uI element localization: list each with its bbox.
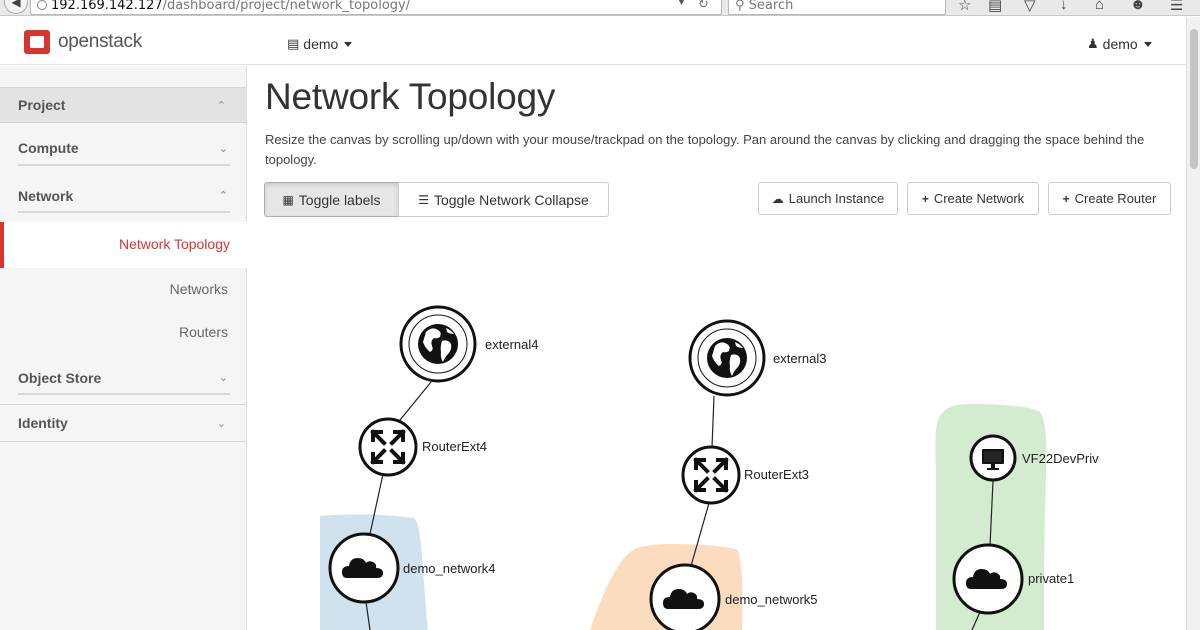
openstack-logo[interactable]: openstack xyxy=(24,30,142,54)
launch-instance-label: Launch Instance xyxy=(788,191,885,206)
node-external3[interactable]: external3 xyxy=(688,319,826,397)
node-routerext3[interactable]: RouterExt3 xyxy=(681,445,809,505)
topology-links xyxy=(365,381,994,630)
sidebar-panel-object-store[interactable]: Object Store ⌄ xyxy=(18,362,230,395)
link-vf22devpriv-private1 xyxy=(989,480,994,547)
link-demo-network4-down xyxy=(365,601,371,630)
node-label-routerext4: RouterExt4 xyxy=(422,439,487,454)
sidebar-item-label: Network Topology xyxy=(118,236,230,252)
sidebar-item-routers[interactable]: Routers xyxy=(178,324,228,340)
back-button[interactable]: ◀ xyxy=(4,0,28,14)
user-icon: ♟ xyxy=(1087,36,1099,51)
link-routerext3-demo-network5 xyxy=(690,502,710,567)
toggle-network-collapse-button[interactable]: ☰ Toggle Network Collapse xyxy=(398,182,609,217)
sidebar-panel-network[interactable]: Network ⌃ xyxy=(18,180,230,213)
home-icon[interactable]: ⌂ xyxy=(1095,0,1105,13)
project-list-icon: ▤ xyxy=(287,36,300,51)
project-switcher[interactable]: ▤ demo xyxy=(287,36,353,52)
chevron-down-icon xyxy=(344,41,353,47)
topology-canvas[interactable]: external4 RouterExt4 demo_network4 exter… xyxy=(248,230,1186,630)
node-label-external4: external4 xyxy=(485,337,538,352)
plus-icon: + xyxy=(1062,191,1070,206)
sidebar-section-label: Identity xyxy=(18,415,68,431)
create-router-button[interactable]: + Create Router xyxy=(1048,182,1171,215)
create-network-button[interactable]: + Create Network xyxy=(907,182,1039,215)
globe-icon xyxy=(707,338,747,378)
browser-toolbar: ◀ 192.169.142.127/dashboard/project/netw… xyxy=(0,0,1200,16)
grid-icon: ▦ xyxy=(282,192,294,207)
sidebar-item-network-topology[interactable]: Network Topology xyxy=(0,222,248,268)
url-host: 192.169.142.127 xyxy=(51,0,163,13)
link-external4-routerext4 xyxy=(399,381,432,421)
sidebar-panel-label: Object Store xyxy=(18,369,102,386)
project-switcher-label: demo xyxy=(303,36,339,52)
list-icon: ☰ xyxy=(418,192,429,207)
sidebar-panel-label: Compute xyxy=(18,140,79,156)
page-help-text: Resize the canvas by scrolling up/down w… xyxy=(265,132,1145,167)
cloud-upload-icon: ☁ xyxy=(771,191,784,206)
sidebar-section-identity[interactable]: Identity ⌄ xyxy=(0,405,246,441)
link-private1-down xyxy=(971,611,981,630)
node-demo-network4[interactable]: demo_network4 xyxy=(328,532,496,604)
topology-svg[interactable]: external4 RouterExt4 demo_network4 exter… xyxy=(248,230,1186,630)
url-bar[interactable]: 192.169.142.127/dashboard/project/networ… xyxy=(30,0,722,15)
search-placeholder: Search xyxy=(748,0,794,13)
node-label-demo-network5: demo_network5 xyxy=(725,592,818,607)
node-routerext4[interactable]: RouterExt4 xyxy=(358,417,487,477)
node-label-vf22devpriv: VF22DevPriv xyxy=(1022,451,1099,466)
chevron-up-icon: ⌃ xyxy=(216,99,226,112)
create-router-label: Create Router xyxy=(1074,191,1157,206)
sidebar-panel-compute[interactable]: Compute ⌄ xyxy=(18,132,230,166)
chevron-down-icon: ⌄ xyxy=(218,142,228,155)
link-routerext4-demo-network4 xyxy=(369,473,384,535)
sidebar-panel-label: Network xyxy=(18,187,74,204)
node-label-external3: external3 xyxy=(773,351,826,366)
sidebar: Project ⌃ Compute ⌄ Network ⌃ Network To… xyxy=(0,66,248,630)
sidebar-item-networks[interactable]: Networks xyxy=(169,281,228,297)
reload-icon[interactable]: ↻ xyxy=(698,0,709,11)
pocket-icon[interactable]: ▽ xyxy=(1024,0,1036,14)
plus-icon: + xyxy=(921,191,929,206)
chevron-down-icon xyxy=(1143,41,1152,47)
reading-list-icon[interactable]: ▤ xyxy=(988,0,1003,14)
node-demo-network5[interactable]: demo_network5 xyxy=(649,563,818,630)
scrollbar-thumb[interactable] xyxy=(1190,29,1198,169)
toggle-labels-label: Toggle labels xyxy=(298,191,381,208)
page-scrollbar[interactable] xyxy=(1186,17,1200,630)
node-external4[interactable]: external4 xyxy=(399,305,538,383)
create-network-label: Create Network xyxy=(933,191,1025,206)
page-title: Network Topology xyxy=(265,76,556,117)
menu-icon[interactable]: ☰ xyxy=(1170,0,1184,14)
downloads-icon[interactable]: ↓ xyxy=(1060,0,1068,13)
logo-text: openstack xyxy=(58,31,142,52)
sidebar-section-project[interactable]: Project ⌃ xyxy=(0,87,246,123)
sidebar-section-label: Project xyxy=(18,97,66,113)
top-navbar: openstack ▤ demo ♟ demo xyxy=(0,17,1200,65)
bookmark-star-icon[interactable]: ☆ xyxy=(958,0,972,14)
node-private1[interactable]: private1 xyxy=(952,543,1074,615)
link-external3-routerext3 xyxy=(711,395,715,448)
toggle-labels-button[interactable]: ▦ Toggle labels xyxy=(264,182,399,217)
node-label-routerext3: RouterExt3 xyxy=(744,467,809,482)
node-vf22devpriv[interactable]: VF22DevPriv xyxy=(969,434,1099,482)
openstack-logo-icon xyxy=(24,30,50,54)
node-label-demo-network4: demo_network4 xyxy=(403,561,496,576)
globe-icon xyxy=(418,324,458,364)
chevron-down-icon: ⌄ xyxy=(218,372,228,384)
launch-instance-button[interactable]: ☁ Launch Instance xyxy=(758,182,898,215)
url-history-dropdown-icon[interactable]: ▼ xyxy=(676,0,687,8)
user-menu[interactable]: ♟ demo xyxy=(1087,36,1152,52)
chevron-up-icon: ⌃ xyxy=(218,190,228,202)
sidebar-divider xyxy=(0,404,246,405)
chevron-down-icon: ⌄ xyxy=(216,417,226,430)
browser-search-input[interactable]: ⚲ Search xyxy=(728,0,946,15)
node-label-private1: private1 xyxy=(1028,571,1074,586)
sidebar-divider xyxy=(0,441,246,442)
back-arrow-icon: ◀ xyxy=(11,0,21,9)
user-menu-label: demo xyxy=(1102,36,1138,52)
url-path: /dashboard/project/network_topology/ xyxy=(162,0,411,13)
emoji-icon[interactable]: ☻ xyxy=(1130,0,1146,13)
site-info-icon[interactable] xyxy=(37,0,47,10)
toggle-collapse-label: Toggle Network Collapse xyxy=(433,191,589,208)
